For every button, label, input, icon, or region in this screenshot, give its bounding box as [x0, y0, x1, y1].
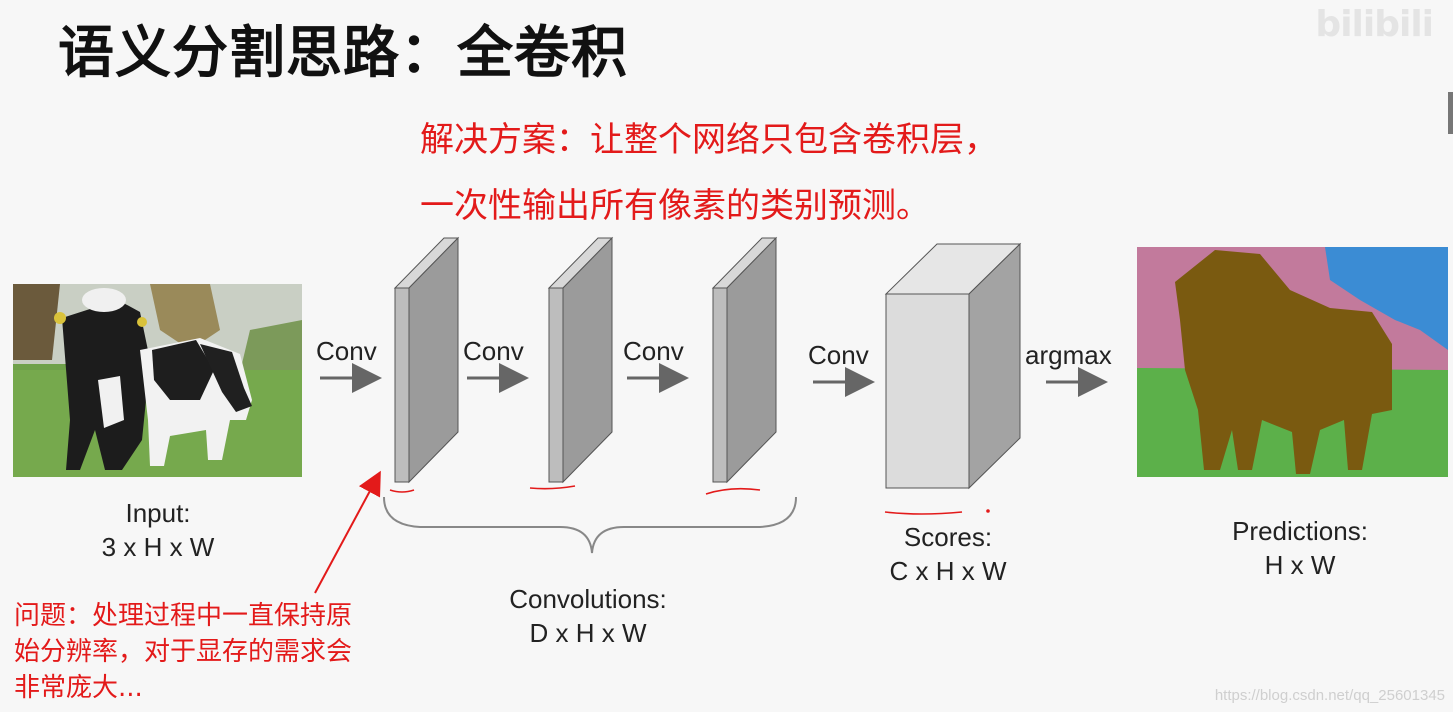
- input-shape: 3 x H x W: [101, 532, 215, 562]
- scores-block: [884, 242, 1022, 490]
- problem-arrow: [314, 470, 381, 594]
- conv-label-4: Conv: [808, 340, 869, 370]
- problem-note: 问题：处理过程中一直保持原 始分辨率，对于显存的需求会 非常庞大...: [14, 598, 394, 706]
- scores-shape: C x H x W: [889, 556, 1007, 586]
- conv-layer-2: [547, 236, 614, 484]
- predictions-label: Predictions:: [1232, 516, 1368, 546]
- bilibili-watermark: bilibili: [1315, 4, 1434, 45]
- page-title: 语义分割思路：全卷积: [58, 21, 628, 86]
- red-annotations: [389, 485, 990, 515]
- conv-layer-3: [711, 236, 778, 484]
- input-cow-photo: [13, 284, 302, 477]
- conv-layer-1: [393, 236, 460, 484]
- problem-line-1: 问题：处理过程中一直保持原: [14, 601, 353, 631]
- solution-line-1: 解决方案：让整个网络只包含卷积层，: [420, 120, 998, 160]
- scroll-handle[interactable]: [1448, 92, 1453, 134]
- convolutions-brace: [383, 496, 797, 554]
- scores-label: Scores:: [903, 522, 993, 552]
- solution-line-2: 一次性输出所有像素的类别预测。: [420, 186, 930, 226]
- problem-line-2: 始分辨率，对于显存的需求会: [14, 637, 353, 667]
- url-watermark: https://blog.csdn.net/qq_25601345: [1214, 687, 1445, 704]
- predictions-shape: H x W: [1264, 550, 1336, 580]
- input-label: Input:: [125, 498, 191, 528]
- conv-label-1: Conv: [316, 336, 377, 366]
- conv-label-3: Conv: [623, 336, 684, 366]
- convolutions-label: Convolutions:: [509, 584, 667, 614]
- problem-line-3: 非常庞大...: [14, 673, 143, 703]
- predictions-map: [1137, 247, 1448, 477]
- argmax-label: argmax: [1025, 340, 1112, 370]
- conv-label-2: Conv: [463, 336, 524, 366]
- convolutions-shape: D x H x W: [529, 618, 647, 648]
